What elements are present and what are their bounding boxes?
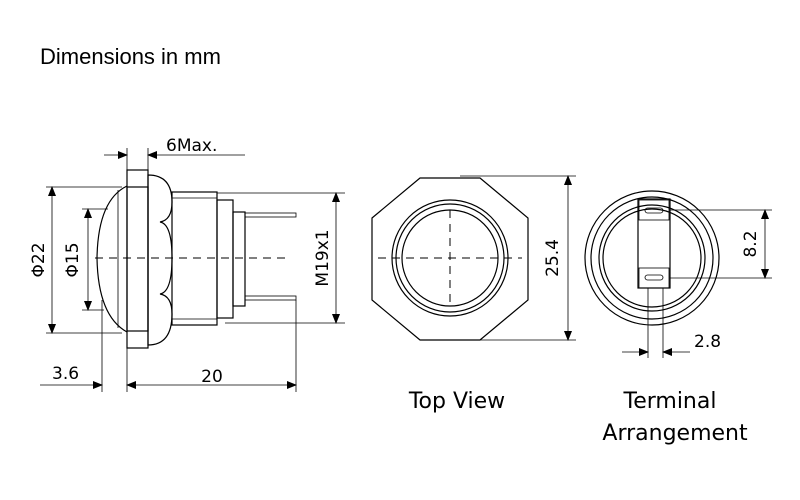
nut [147,174,173,346]
hex-nut-outline [371,177,529,341]
top-view: 25.4 Top View [371,175,576,414]
dim-8-2: 8.2 [741,230,761,257]
dim-6max: 6Max. [166,136,217,156]
dim-phi22: Φ22 [29,242,49,277]
terminal-label-line1: Terminal [623,389,717,414]
side-view: 6Max. Φ22 Φ15 M19x1 3.6 20 [29,136,345,392]
title: Dimensions in mm [40,44,221,69]
flange [126,169,149,349]
dim-m19x1: M19x1 [313,229,333,286]
pin-top [244,212,297,218]
dim-2-8: 2.8 [694,332,721,352]
terminal-label-line2: Arrangement [602,421,748,446]
terminal-slot-top [644,207,664,214]
pin-bottom [244,295,297,301]
top-view-label: Top View [408,389,505,414]
terminal-view: 8.2 2.8 Terminal Arrangement [584,190,772,446]
dim-20: 20 [201,367,223,387]
terminal-slot-bottom [644,274,664,281]
dim-3-6: 3.6 [52,364,79,384]
dim-25-4: 25.4 [543,239,563,277]
dim-phi15: Φ15 [63,242,83,277]
